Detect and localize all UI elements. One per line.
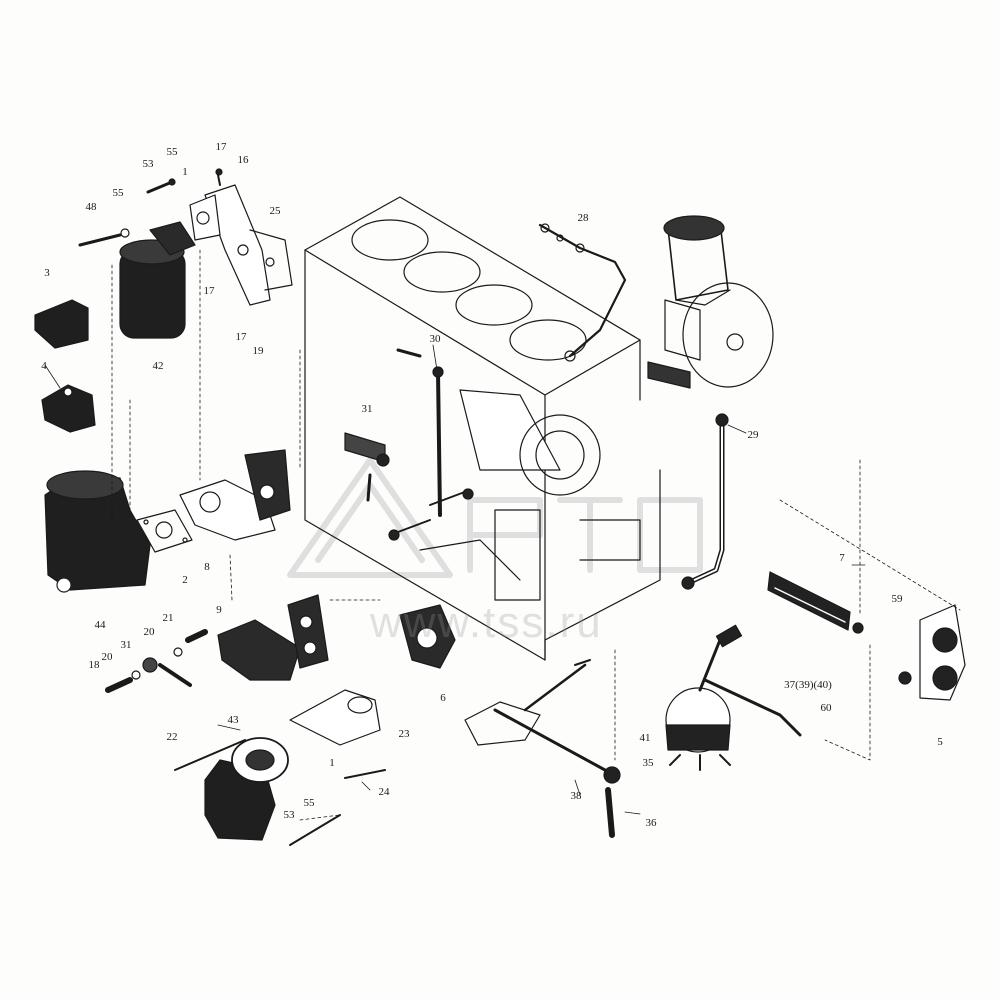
callout-44: 44: [94, 619, 106, 631]
callout-53-low: 53: [283, 809, 295, 821]
callout-1-low: 1: [329, 757, 335, 769]
rubber-mount-3: [34, 299, 89, 349]
water-pump-6: [399, 604, 456, 669]
callout-2: 2: [182, 574, 188, 586]
callout-35: 35: [642, 757, 654, 769]
callout-43: 43: [227, 714, 239, 726]
callout-41: 41: [639, 732, 651, 744]
callout-31-top: 31: [361, 403, 373, 415]
gasket-2: [136, 509, 193, 553]
leader-lines: [111, 249, 961, 821]
callout-17-mid: 17: [203, 285, 215, 297]
watermark-logo: [287, 457, 703, 578]
air-compressor: [647, 215, 774, 389]
callout-20-a: 20: [143, 626, 155, 638]
callout-60: 60: [820, 702, 832, 714]
callout-36: 36: [645, 817, 657, 829]
sender-31: [344, 432, 390, 502]
callout-6: 6: [440, 692, 446, 704]
callout-42: 42: [152, 360, 164, 372]
callout-21: 21: [162, 612, 174, 624]
callout-24: 24: [378, 786, 390, 798]
oil-pipe-28: [538, 223, 627, 362]
fitting-group: [105, 629, 208, 693]
callout-16: 16: [237, 154, 249, 166]
callout-8: 8: [204, 561, 210, 573]
engine-block: [304, 196, 661, 661]
callout-1-top: 1: [182, 166, 188, 178]
oil-filter-42: [78, 178, 196, 339]
callout-22: 22: [166, 731, 178, 743]
oil-cooler-7: [767, 571, 864, 634]
callout-37: 37(39)(40): [784, 679, 832, 691]
callout-5: 5: [937, 736, 943, 748]
oil-strainer-41: [665, 624, 802, 771]
callout-4: 4: [41, 360, 47, 372]
callout-20-b: 20: [101, 651, 113, 663]
callout-23: 23: [398, 728, 410, 740]
callout-30: 30: [429, 333, 441, 345]
callout-38: 38: [570, 790, 582, 802]
callout-25: 25: [269, 205, 281, 217]
callout-3: 3: [44, 267, 50, 279]
callout-55-mid: 55: [112, 187, 124, 199]
oil-filter-43: [174, 689, 386, 846]
callout-ticks: [44, 344, 866, 815]
callout-9: 9: [216, 604, 222, 616]
callout-17-low: 17: [235, 331, 247, 343]
gear-cover-5: [898, 604, 966, 701]
oil-hose-29: [681, 413, 729, 590]
oil-pump-9: [217, 594, 329, 681]
callout-28: 28: [577, 212, 589, 224]
callout-48: 48: [85, 201, 97, 213]
filter-housing-8: [179, 449, 291, 541]
watermark-text: www.tss.ru: [370, 598, 603, 647]
centrifugal-oil-cleaner: [44, 470, 151, 593]
mounting-bracket: [189, 168, 293, 306]
callout-29: 29: [747, 429, 759, 441]
callout-17-top: 17: [215, 141, 227, 153]
oil-pickup-38: [464, 659, 621, 838]
callout-31-low: 31: [120, 639, 132, 651]
callout-59: 59: [891, 593, 903, 605]
callout-7: 7: [839, 552, 845, 564]
callout-55-top: 55: [166, 146, 178, 158]
callout-18: 18: [88, 659, 100, 671]
callout-53-top: 53: [142, 158, 154, 170]
callout-19: 19: [252, 345, 264, 357]
rubber-mount-4: [41, 384, 96, 433]
callout-55-low: 55: [303, 797, 315, 809]
dipstick-tube-30: [388, 348, 474, 541]
